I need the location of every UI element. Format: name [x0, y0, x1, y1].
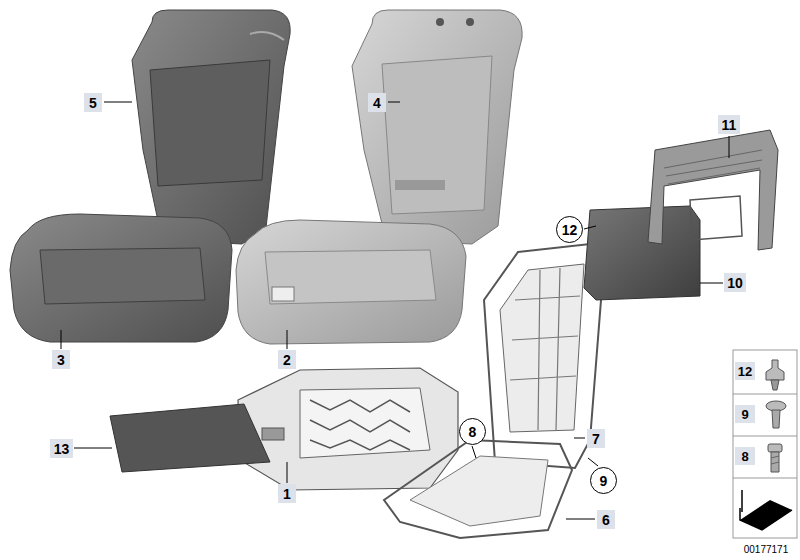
callout-number: 11 — [718, 115, 740, 134]
callout-number: 10 — [724, 273, 746, 292]
callout-number: 6 — [597, 510, 615, 529]
callout-number: 12 — [735, 362, 755, 380]
callout-circle: 12 — [556, 216, 583, 243]
callout-number: 1 — [278, 484, 296, 503]
callout-number: 5 — [84, 93, 102, 112]
callout-number: 9 — [735, 405, 755, 423]
callout-number: 3 — [52, 350, 70, 369]
callout-number: 7 — [587, 429, 605, 448]
callout-number: 13 — [50, 439, 73, 458]
callout-number: 8 — [735, 447, 755, 465]
diagram-id: 00177171 — [736, 542, 796, 556]
callout-circle: 9 — [590, 467, 617, 494]
callout-circle: 8 — [459, 418, 486, 445]
callout-number: 4 — [368, 93, 386, 112]
callout-number: 2 — [278, 350, 296, 369]
